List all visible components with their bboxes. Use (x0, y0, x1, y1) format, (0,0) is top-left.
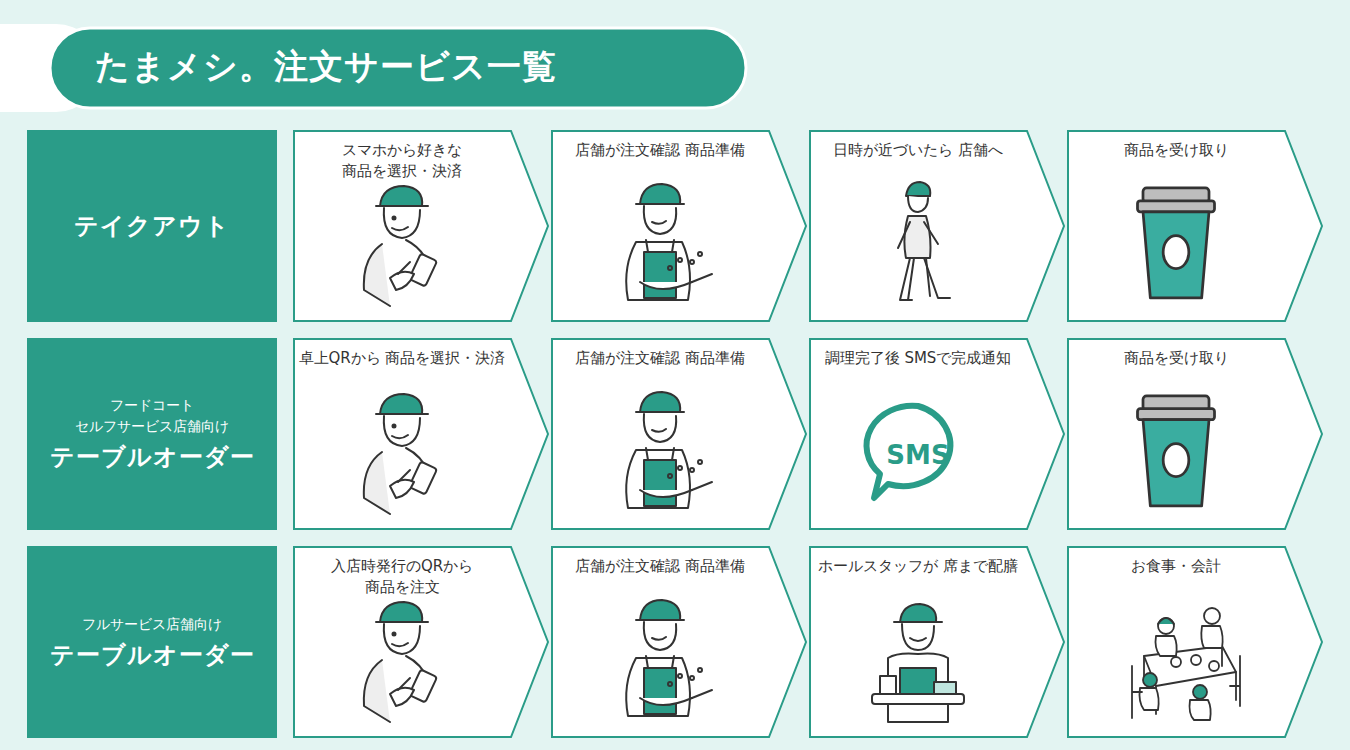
chevron-path (294, 547, 548, 737)
step-text: ホールスタッフが 席まで配膳 (818, 556, 1018, 577)
chevron-path (1068, 547, 1322, 737)
title-band-teal (50, 28, 746, 108)
step-chevron: 店舗が注文確認 商品準備 (551, 338, 807, 530)
step-text: 商品を受け取り (1124, 140, 1229, 161)
chevron-path (552, 547, 806, 737)
service-subtitle: フードコート セルフサービス店舗向け (57, 395, 247, 437)
chevron-path (810, 131, 1064, 321)
service-name: テーブルオーダー (50, 441, 255, 473)
chevron-path (1068, 131, 1322, 321)
chevron-path (294, 339, 548, 529)
step-text: 店舗が注文確認 商品準備 (575, 140, 745, 161)
chevron-path (1068, 339, 1322, 529)
chevron-path (810, 339, 1064, 529)
service-label-box: テイクアウト (27, 130, 277, 322)
chevron-path (552, 339, 806, 529)
step-chevron: 調理完了後 SMSで完成通知 (809, 338, 1065, 530)
step-chevron: お食事・会計 (1067, 546, 1323, 738)
step-text: 調理完了後 SMSで完成通知 (825, 348, 1012, 369)
chevron-path (810, 547, 1064, 737)
step-text: 店舗が注文確認 商品準備 (575, 348, 745, 369)
service-label-box: フードコート セルフサービス店舗向けテーブルオーダー (27, 338, 277, 530)
step-chevron: 店舗が注文確認 商品準備 (551, 546, 807, 738)
step-text: 入店時発行のQRから 商品を注文 (297, 556, 507, 598)
service-label-box: フルサービス店舗向けテーブルオーダー (27, 546, 277, 738)
step-chevron: 日時が近づいたら 店舗へ (809, 130, 1065, 322)
step-text: お食事・会計 (1131, 556, 1221, 577)
step-text: 商品を受け取り (1124, 348, 1229, 369)
service-name: テイクアウト (74, 210, 230, 242)
step-text: 卓上QRから 商品を選択・決済 (299, 348, 506, 369)
step-chevron: 商品を受け取り (1067, 338, 1323, 530)
service-subtitle: フルサービス店舗向け (57, 614, 247, 635)
title-text: たまメシ。注文サービス一覧 (95, 44, 557, 90)
chevron-path (294, 131, 548, 321)
step-chevron: 店舗が注文確認 商品準備 (551, 130, 807, 322)
step-chevron: ホールスタッフが 席まで配膳 (809, 546, 1065, 738)
step-chevron: スマホから好きな 商品を選択・決済 (293, 130, 549, 322)
step-chevron: 商品を受け取り (1067, 130, 1323, 322)
chevron-path (552, 131, 806, 321)
step-text: 日時が近づいたら 店舗へ (833, 140, 1003, 161)
step-chevron: 卓上QRから 商品を選択・決済 (293, 338, 549, 530)
service-name: テーブルオーダー (50, 639, 255, 671)
sms-bubble-text: SMS (886, 440, 949, 470)
step-text: 店舗が注文確認 商品準備 (575, 556, 745, 577)
step-text: スマホから好きな 商品を選択・決済 (297, 140, 507, 182)
step-chevron: 入店時発行のQRから 商品を注文 (293, 546, 549, 738)
